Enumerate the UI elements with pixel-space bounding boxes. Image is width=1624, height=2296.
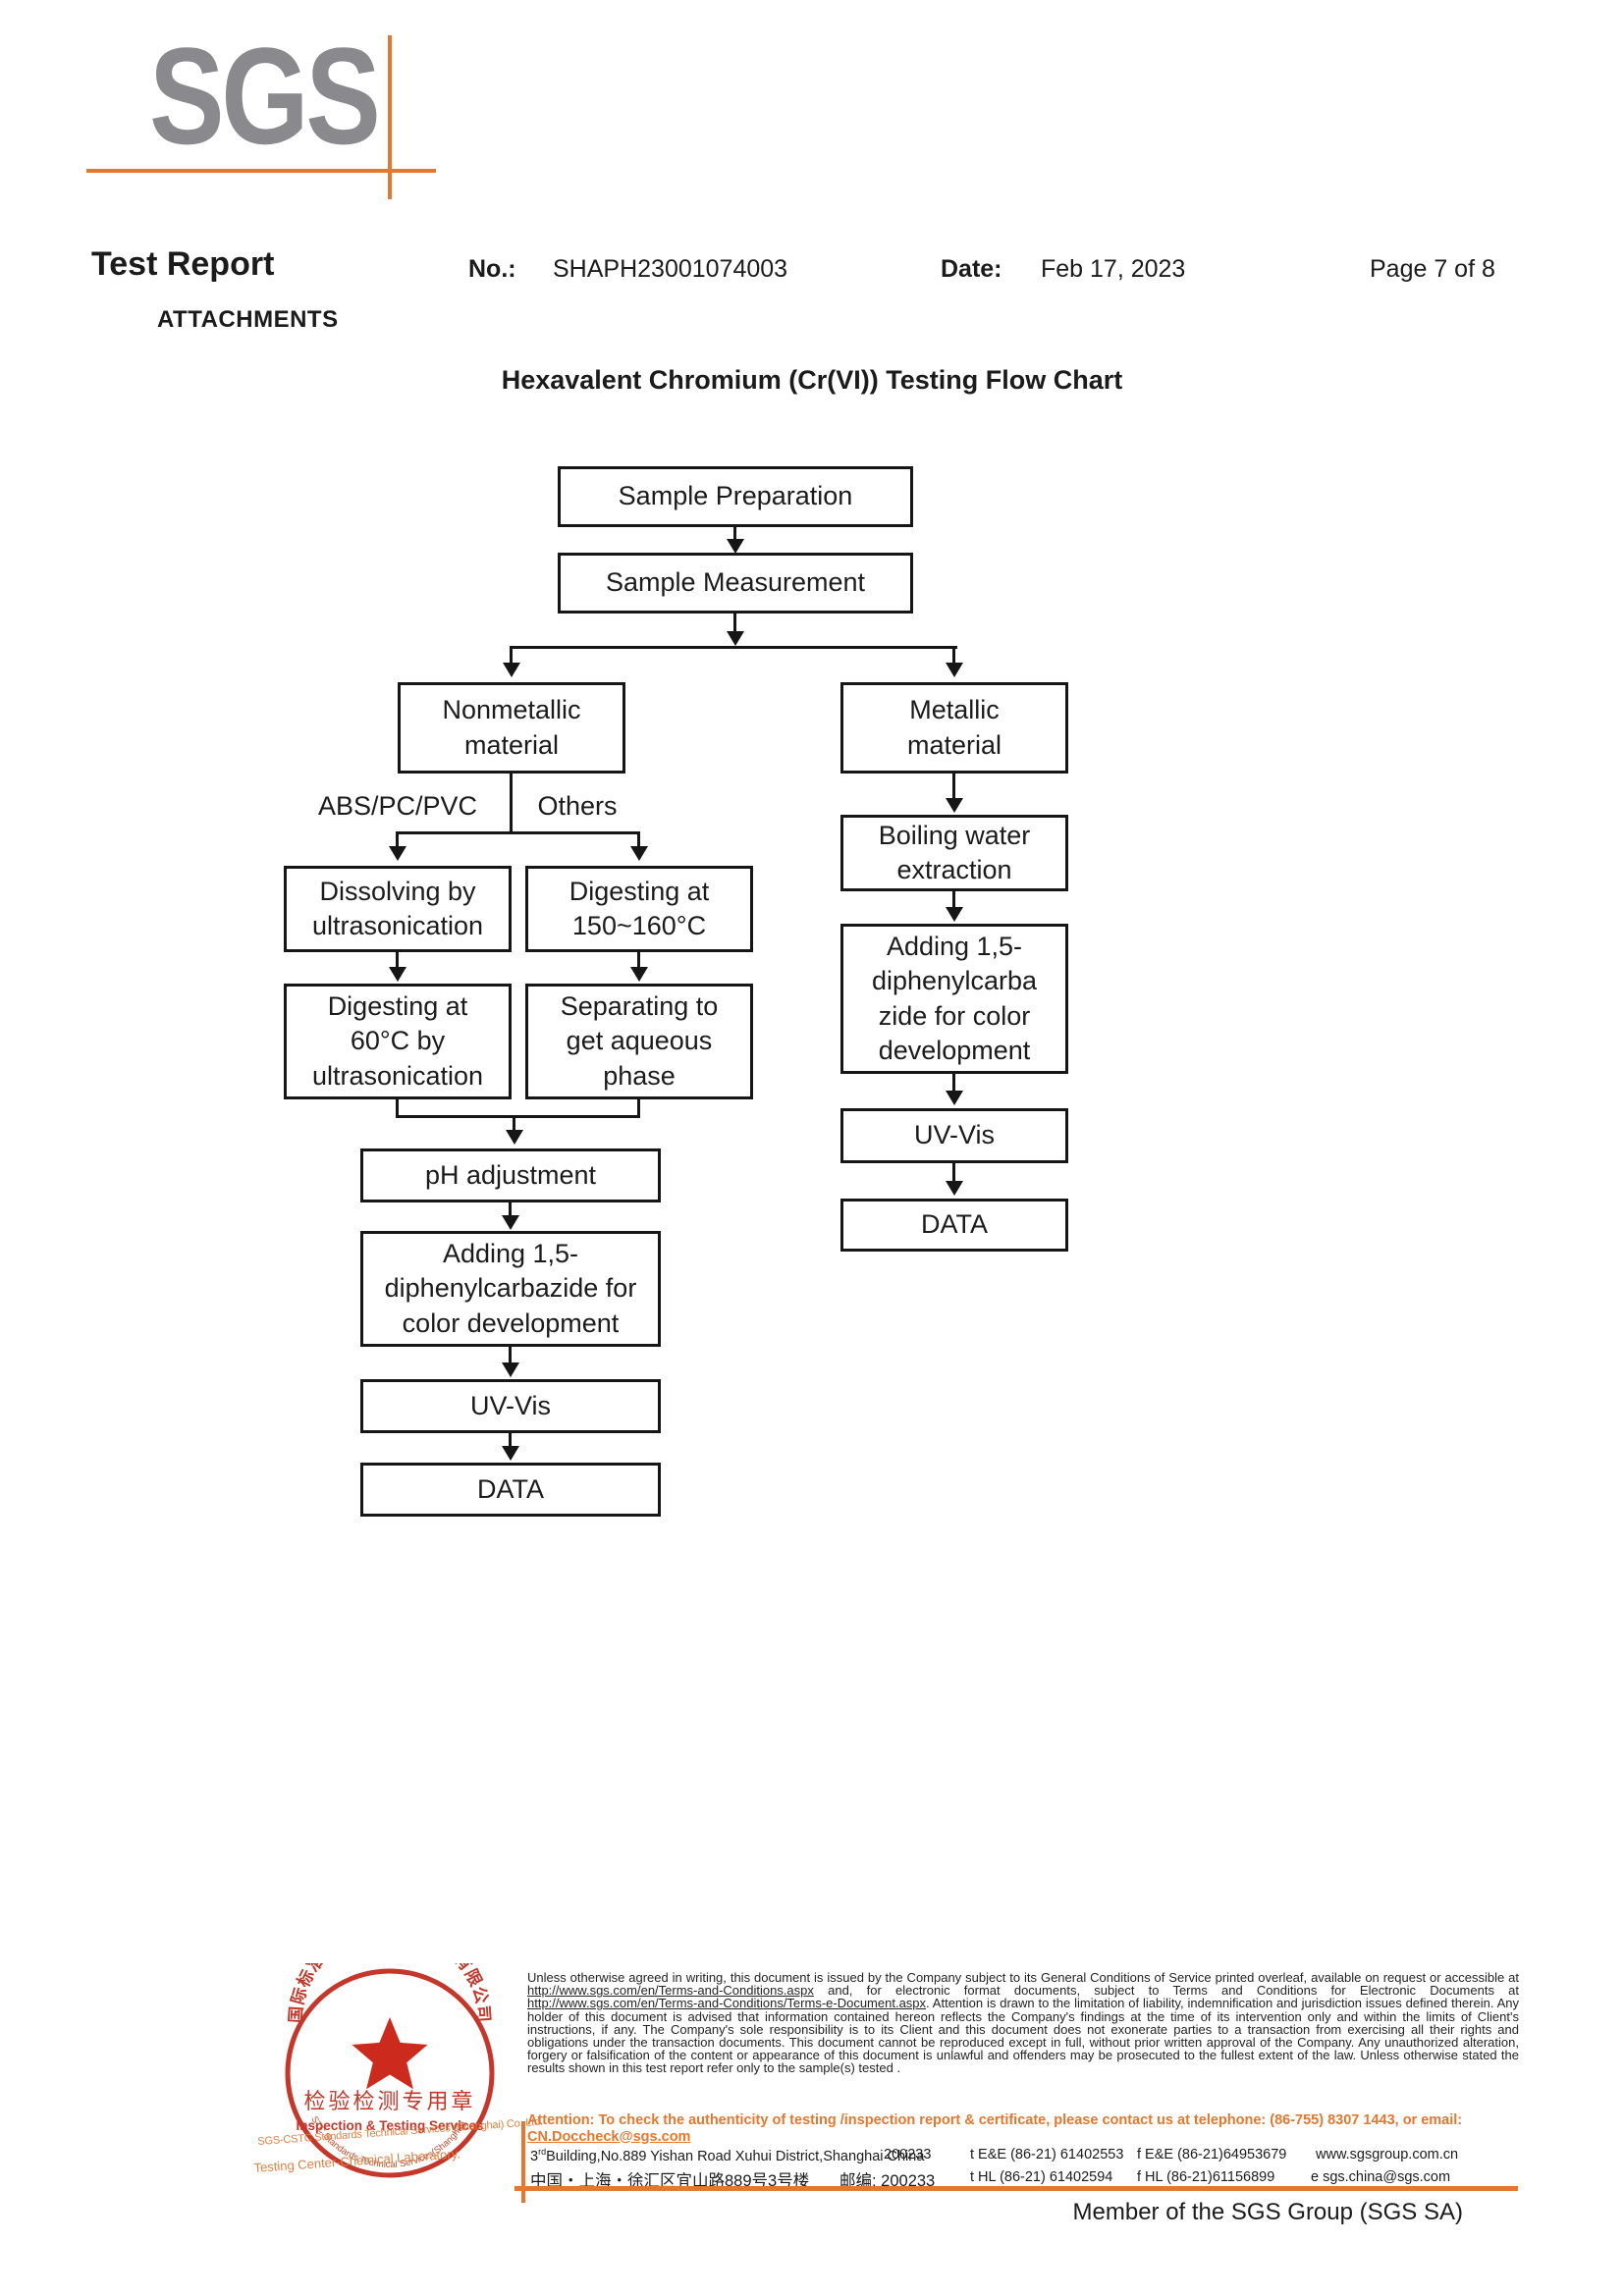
- member-of-sgs-group: Member of the SGS Group (SGS SA): [1072, 2199, 1463, 2225]
- flow-line: [509, 1202, 512, 1216]
- arrow-down-icon: [946, 798, 963, 813]
- doccheck-email: CN.Doccheck@sgs.com: [527, 2128, 691, 2145]
- fax-en: f E&E (86-21)64953679: [1137, 2147, 1287, 2163]
- address-en: 3rdBuilding,No.889 Yishan Road Xuhui Dis…: [530, 2147, 924, 2164]
- attachments-label: ATTACHMENTS: [157, 306, 339, 333]
- page-indicator: Page 7 of 8: [1370, 255, 1495, 283]
- telephone-cn: t HL (86-21) 61402594: [970, 2169, 1113, 2185]
- address-en-number: 3: [530, 2148, 539, 2164]
- postcode-cn: 邮编: 200233: [839, 2172, 936, 2190]
- flow-node-digesting-60: Digesting at 60°C by ultrasonication: [284, 984, 512, 1099]
- arrow-down-icon: [502, 1446, 519, 1461]
- arrow-down-icon: [727, 539, 744, 554]
- stamp-center-cn: 检验检测专用章: [303, 2089, 475, 2113]
- legal-text-1: Unless otherwise agreed in writing, this…: [527, 1970, 1519, 1985]
- flow-line: [952, 774, 955, 799]
- flow-line: [509, 1433, 512, 1447]
- stamp-circle: [285, 1968, 495, 2178]
- flow-node-separating: Separating to get aqueous phase: [525, 984, 753, 1099]
- attention-note: Attention: To check the authenticity of …: [527, 2112, 1521, 2145]
- flow-line: [510, 646, 513, 664]
- address-en-sup: rd: [538, 2147, 547, 2157]
- flow-node-boiling-water: Boiling water extraction: [840, 815, 1068, 891]
- flow-line: [952, 1163, 955, 1183]
- flow-line: [952, 646, 955, 664]
- logo-vertical-rule: [388, 35, 392, 199]
- footer-vertical-crop-mark: [521, 2121, 525, 2203]
- arrow-down-icon: [630, 967, 648, 982]
- flow-node-sample-measurement: Sample Measurement: [558, 553, 913, 614]
- report-no-value: SHAPH23001074003: [553, 255, 788, 283]
- flow-line: [637, 952, 640, 968]
- postcode-en: 200233: [884, 2147, 932, 2163]
- flow-node-adding-dpc-left: Adding 1,5- diphenylcarbazide for color …: [360, 1231, 661, 1347]
- address-en-text: Building,No.889 Yishan Road Xuhui Distri…: [546, 2148, 925, 2164]
- attention-text: Attention: To check the authenticity of …: [527, 2112, 1463, 2128]
- flow-node-ph-adjustment: pH adjustment: [360, 1148, 661, 1202]
- arrow-down-icon: [389, 967, 406, 982]
- flow-node-sample-preparation: Sample Preparation: [558, 466, 913, 527]
- flow-line: [733, 614, 736, 632]
- flow-line: [510, 774, 513, 834]
- arrow-down-icon: [946, 1091, 963, 1105]
- flowchart-title: Hexavalent Chromium (Cr(VI)) Testing Flo…: [501, 365, 1123, 395]
- address-cn: 中国・上海・徐汇区宜山路889号3号楼: [530, 2172, 810, 2190]
- telephone-en: t E&E (86-21) 61402553: [970, 2147, 1124, 2163]
- contact-email: e sgs.china@sgs.com: [1311, 2169, 1451, 2185]
- terms-url: http://www.sgs.com/en/Terms-and-Conditio…: [527, 1983, 814, 1999]
- flow-node-metallic-material: Metallic material: [840, 682, 1068, 774]
- flow-line: [952, 1074, 955, 1092]
- legal-disclaimer: Unless otherwise agreed in writing, this…: [527, 1971, 1519, 2075]
- branch-label-abs-pc-pvc: ABS/PC/PVC: [317, 791, 478, 821]
- arrow-down-icon: [946, 1181, 963, 1196]
- stamp-center-en: Inspection & Testing Services: [296, 2118, 483, 2133]
- website-url: www.sgsgroup.com.cn: [1316, 2147, 1459, 2163]
- arrow-down-icon: [946, 663, 963, 677]
- arrow-down-icon: [503, 663, 520, 677]
- flow-line: [637, 831, 640, 847]
- flow-line: [509, 1347, 512, 1363]
- flow-line: [733, 527, 736, 540]
- arrow-down-icon: [727, 631, 744, 646]
- date-label: Date:: [941, 255, 1002, 283]
- report-no-label: No.:: [468, 255, 516, 283]
- report-title: Test Report: [91, 245, 275, 283]
- arrow-down-icon: [502, 1362, 519, 1377]
- flow-line: [396, 1115, 640, 1118]
- date-value: Feb 17, 2023: [1041, 255, 1186, 283]
- terms-e-document-url: http://www.sgs.com/en/Terms-and-Conditio…: [527, 1996, 927, 2011]
- sgs-logo: SGS: [149, 19, 381, 173]
- flow-line: [512, 646, 957, 649]
- arrow-down-icon: [630, 846, 648, 861]
- flow-line: [396, 831, 399, 847]
- flow-node-data-left: DATA: [360, 1463, 661, 1517]
- flow-line: [952, 891, 955, 908]
- flow-node-nonmetallic-material: Nonmetallic material: [398, 682, 625, 774]
- legal-text-3: . Attention is drawn to the limitation o…: [527, 1996, 1519, 2076]
- flow-node-uv-vis-right: UV-Vis: [840, 1108, 1068, 1163]
- flow-node-data-right: DATA: [840, 1199, 1068, 1252]
- flow-node-digesting-150: Digesting at 150~160°C: [525, 866, 753, 952]
- fax-cn: f HL (86-21)61156899: [1137, 2169, 1275, 2185]
- footer-orange-rule: [514, 2186, 1518, 2191]
- inspection-stamp: 国际标准技术服务（上海）有限公司 检验检测专用章 Inspection & Te…: [278, 1963, 495, 2178]
- arrow-down-icon: [389, 846, 406, 861]
- logo-horizontal-rule: [86, 169, 436, 173]
- star-icon: [352, 2017, 428, 2090]
- flow-line: [637, 1099, 640, 1118]
- flow-line: [396, 1099, 399, 1118]
- flow-node-uv-vis-left: UV-Vis: [360, 1379, 661, 1433]
- arrow-down-icon: [946, 907, 963, 922]
- arrow-down-icon: [502, 1215, 519, 1230]
- flow-line: [398, 831, 639, 834]
- flow-line: [396, 952, 399, 968]
- legal-text-2: and, for electronic format documents, su…: [813, 1983, 1519, 1999]
- flow-node-dissolving: Dissolving by ultrasonication: [284, 866, 512, 952]
- arrow-down-icon: [506, 1130, 523, 1145]
- flow-node-adding-dpc-right: Adding 1,5- diphenylcarba zide for color…: [840, 924, 1068, 1074]
- flow-line: [513, 1115, 515, 1131]
- branch-label-others: Others: [537, 791, 618, 821]
